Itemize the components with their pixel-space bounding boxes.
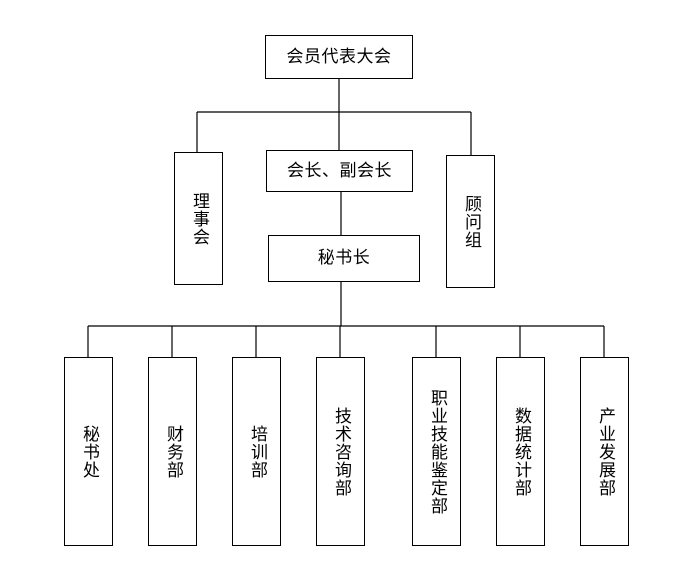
node-label: 数据统计部: [511, 406, 531, 497]
node-label: 产业发展部: [595, 406, 615, 497]
node-member-congress: 会员代表大会: [265, 35, 413, 79]
node-advisory-group: 顾问组: [446, 155, 495, 288]
node-secretary-general: 秘书长: [268, 235, 420, 282]
node-department: 秘书处: [64, 357, 113, 546]
node-label: 会员代表大会: [286, 46, 392, 67]
node-department: 技术咨询部: [316, 357, 365, 546]
node-president: 会长、副会长: [266, 150, 413, 192]
node-label: 职业技能鉴定部: [427, 388, 447, 515]
node-department: 数据统计部: [496, 357, 545, 546]
node-label: 顾问组: [461, 194, 481, 249]
node-label: 理事会: [189, 191, 209, 246]
node-department: 财务部: [148, 357, 197, 546]
node-department: 培训部: [232, 357, 281, 546]
node-council: 理事会: [174, 152, 223, 285]
node-label: 财务部: [163, 424, 183, 479]
node-label: 秘书长: [317, 248, 371, 268]
node-label: 会长、副会长: [287, 160, 392, 181]
node-label: 秘书处: [79, 424, 99, 479]
node-label: 技术咨询部: [331, 406, 351, 497]
node-label: 培训部: [247, 424, 267, 479]
node-department: 产业发展部: [580, 357, 629, 546]
node-department: 职业技能鉴定部: [412, 357, 461, 546]
